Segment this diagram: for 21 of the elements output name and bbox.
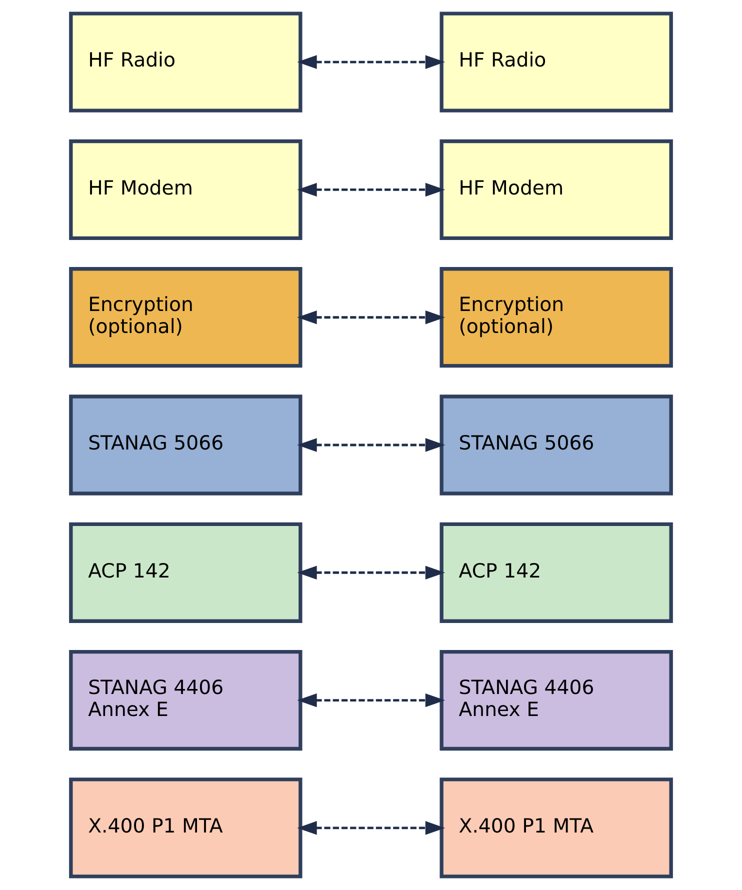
arrow <box>297 182 446 197</box>
arrow <box>297 566 446 580</box>
node-box: Encryption (optional) <box>440 267 673 368</box>
arrow <box>297 55 446 69</box>
node-box: X.400 P1 MTA <box>440 778 673 878</box>
arrow <box>297 438 446 452</box>
arrow <box>297 821 446 835</box>
node-box: STANAG 4406 Annex E <box>69 650 302 751</box>
node-box: ACP 142 <box>69 522 302 623</box>
node-box: STANAG 5066 <box>69 394 302 496</box>
node-box: HF Modem <box>440 139 673 240</box>
arrow <box>297 310 446 324</box>
node-box: ACP 142 <box>440 522 673 623</box>
node-box: HF Radio <box>440 12 673 112</box>
node-box: X.400 P1 MTA <box>69 778 302 878</box>
node-box: HF Radio <box>69 12 302 112</box>
node-box: Encryption (optional) <box>69 267 302 368</box>
node-box: HF Modem <box>69 139 302 240</box>
node-box: STANAG 4406 Annex E <box>440 650 673 751</box>
node-box: STANAG 5066 <box>440 394 673 496</box>
arrow <box>297 693 446 708</box>
